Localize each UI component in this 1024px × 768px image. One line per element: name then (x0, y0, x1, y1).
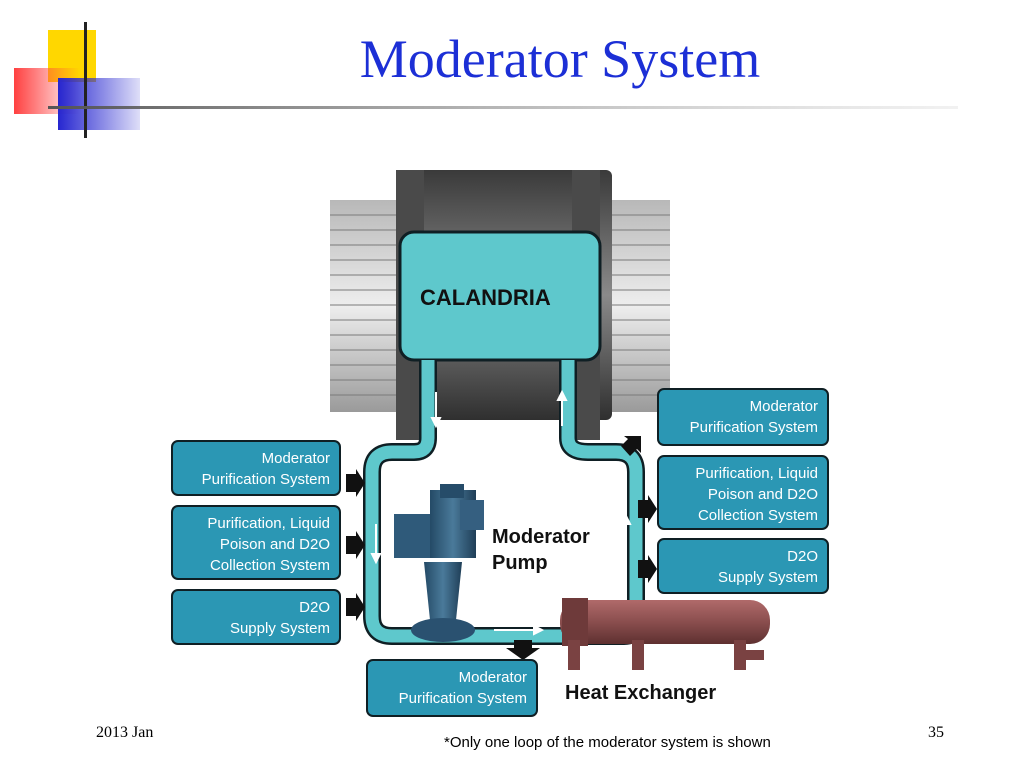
logo-vertical-line (84, 22, 87, 138)
box-line: Moderator (749, 398, 818, 415)
arrow-in-mid-left (346, 531, 365, 559)
box-line: Poison and D2O (219, 536, 330, 553)
box-line: Moderator (261, 450, 330, 467)
right-box-moderator-purification: Moderator Purification System (657, 388, 829, 446)
arrow-out-bottom-right (638, 555, 657, 583)
flow-arrow-up (556, 389, 568, 401)
system-arrows (346, 436, 657, 660)
calandria-tank (398, 230, 602, 362)
left-box-purification-liquid-poison: Purification, Liquid Poison and D2O Coll… (171, 505, 341, 580)
left-box-d2o-supply: D2O Supply System (171, 589, 341, 645)
footnote: *Only one loop of the moderator system i… (444, 734, 771, 751)
bottom-box-moderator-purification: Moderator Purification System (366, 659, 538, 717)
left-box-moderator-purification: Moderator Purification System (171, 440, 341, 496)
slide-title: Moderator System (359, 29, 761, 89)
moderator-pump (394, 484, 484, 642)
box-line: Purification, Liquid (207, 515, 330, 532)
logo-blue-square (58, 78, 140, 130)
box-line: Purification, Liquid (695, 465, 818, 482)
flow-arrow-right (533, 624, 545, 636)
flow-arrow-up-right (620, 513, 632, 525)
title-underline (48, 106, 958, 109)
arrow-in-bottom-left (346, 593, 365, 621)
footer-date: 2013 Jan (96, 724, 154, 741)
flow-arrow-down (430, 417, 442, 429)
right-box-d2o-supply: D2O Supply System (657, 538, 829, 594)
pump-label-line2: Pump (492, 552, 548, 574)
box-line: Supply System (717, 569, 818, 586)
loop-coolant (365, 360, 643, 643)
arrow-out-bottom (506, 640, 540, 660)
heat-exchanger-label: Heat Exchanger (565, 682, 717, 704)
arrow-out-top-right (621, 436, 641, 456)
calandria-label: CALANDRIA (420, 285, 551, 310)
box-line: Purification System (201, 471, 330, 488)
arrow-in-top-left (346, 469, 365, 497)
box-line: Purification System (689, 419, 818, 436)
box-line: Collection System (697, 507, 818, 524)
right-box-purification-liquid-poison: Purification, Liquid Poison and D2O Coll… (657, 455, 829, 530)
box-line: Moderator (458, 669, 527, 686)
box-line: Poison and D2O (707, 486, 818, 503)
box-line: Collection System (209, 557, 330, 574)
box-line: D2O (787, 548, 818, 565)
calandria-vessel (330, 170, 670, 440)
pump-label-line1: Moderator (492, 526, 590, 548)
box-line: D2O (299, 599, 330, 616)
flow-arrow-down-left (370, 553, 382, 565)
page-number: 35 (928, 724, 944, 741)
box-line: Supply System (229, 620, 330, 637)
box-line: Purification System (398, 690, 527, 707)
heat-exchanger (560, 598, 770, 670)
moderator-loop (363, 360, 645, 645)
arrow-out-mid-right (638, 495, 657, 523)
